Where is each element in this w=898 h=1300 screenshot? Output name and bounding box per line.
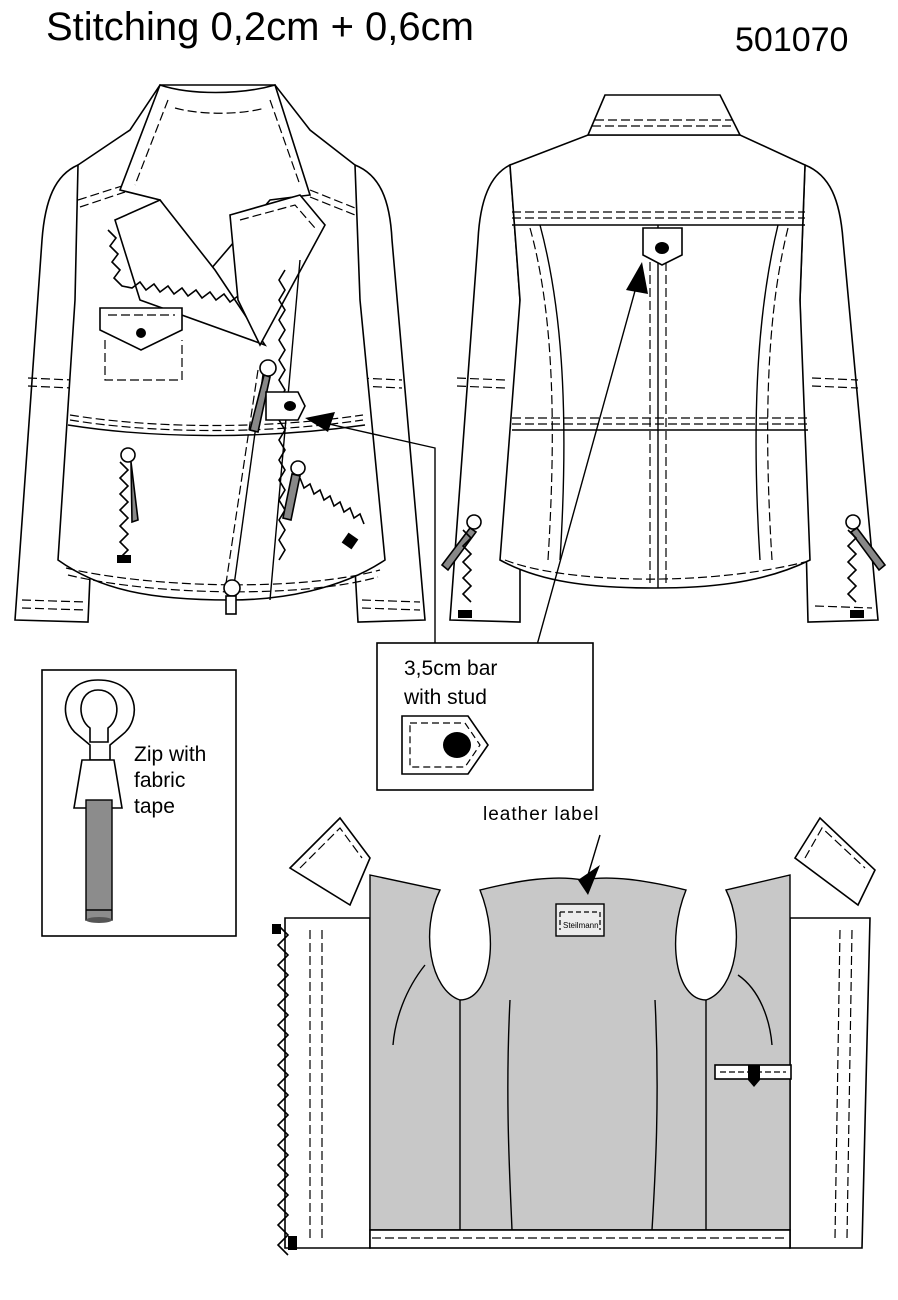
diagram-title: Stitching 0,2cm + 0,6cm — [46, 5, 474, 49]
arrow-to-back-bar — [626, 262, 648, 294]
leather-label — [555, 903, 605, 937]
back-collar — [586, 94, 742, 136]
inside-stud — [748, 1065, 760, 1087]
back-right-sleeve — [799, 163, 879, 623]
style-number: 501070 — [735, 21, 849, 59]
zip-callout-caption: Zip with fabric tape — [134, 743, 207, 818]
callout-leaders — [305, 262, 648, 646]
bar-callout-caption: 3,5cm bar with stud — [404, 657, 498, 709]
back-body — [499, 134, 811, 589]
front-collar — [118, 83, 312, 272]
back-left-sleeve — [449, 163, 521, 623]
front-view — [14, 83, 426, 623]
bar-callout-box — [376, 642, 594, 791]
back-view — [440, 94, 887, 623]
leather-label-caption: leather label — [483, 804, 600, 825]
front-lapel — [114, 199, 268, 347]
zip-callout-box — [41, 669, 237, 937]
label-brand-text: Steilmann — [563, 921, 599, 930]
arrow-to-front-bar — [305, 412, 335, 432]
zip-fabric-tape — [85, 799, 113, 921]
inside-view: Steilmann — [272, 816, 876, 1256]
